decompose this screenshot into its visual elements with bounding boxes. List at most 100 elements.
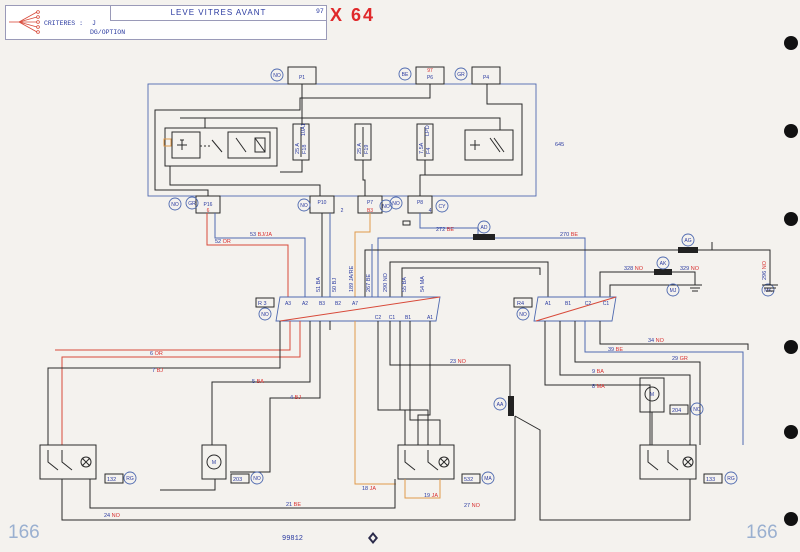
document-reference: 99812 xyxy=(282,535,304,543)
component-132-tag xyxy=(104,473,124,484)
connector-p4 xyxy=(471,66,501,85)
component-532-ref: 532 xyxy=(464,477,473,483)
wire-270-label: 270 BE xyxy=(560,232,578,238)
wire-39-label: 39 BE xyxy=(608,347,623,353)
fuse-f19-label: F19 xyxy=(364,145,370,154)
connector-r3-pin: C1 xyxy=(389,315,396,321)
criteres-label: CRITERES : xyxy=(44,20,84,27)
component-204-code: NO xyxy=(693,407,701,413)
connector-r3-pin: A7 xyxy=(352,301,358,307)
component-132-code: RG xyxy=(126,476,134,482)
switch-132-body xyxy=(39,444,97,480)
binder-hole xyxy=(784,124,798,138)
wire-52-label: 52 OR xyxy=(215,239,231,245)
connector-p7-label: P7 xyxy=(367,200,373,206)
connector-r3-pin: B3 xyxy=(319,301,325,307)
component-203-ref: 203 xyxy=(233,477,242,483)
fuse-f4-rating: 7,5A xyxy=(419,142,425,154)
riser-label: 51 BA xyxy=(316,277,322,292)
page-number-right: 166 xyxy=(746,522,778,543)
fuse-f4-extra: LPD xyxy=(425,125,431,136)
sheet-ref: 97 xyxy=(316,8,324,15)
fuse-f18-label: F18 xyxy=(302,145,308,154)
fuse-box-label: 645 xyxy=(555,142,564,148)
connector-r3-pin: A1 xyxy=(427,315,433,321)
relay-left-a xyxy=(171,131,201,159)
wire-272-label: 272 BE xyxy=(436,227,454,233)
wire-9-label: 9 BA xyxy=(592,369,604,375)
splice-ak-body xyxy=(654,269,672,275)
connector-r3-code: NO xyxy=(261,312,269,318)
riser-label: 54 MA xyxy=(420,276,426,292)
component-204-ref: 204 xyxy=(672,408,681,414)
fuse-f4-label: F4 xyxy=(426,148,432,154)
component-133-tag xyxy=(703,473,723,484)
connector-r3-pin: B2 xyxy=(335,301,341,307)
riser-label: 267 BE xyxy=(366,274,372,292)
switch-133-body xyxy=(639,444,697,480)
wire-27-label: 27 NO xyxy=(464,503,481,509)
connector-p6-code: BE xyxy=(402,72,409,78)
connector-p1-label: P1 xyxy=(299,75,305,81)
wire-6-label: 6 OR xyxy=(150,351,163,357)
connector-p10-pin: 2 xyxy=(341,208,344,214)
wire-18-label: 18 JA xyxy=(362,486,376,492)
p10-side-code: NO xyxy=(300,203,308,209)
switch-532-body xyxy=(397,444,455,480)
connector-r4-pin: C1 xyxy=(603,301,610,307)
splice-aa-code: AA xyxy=(497,402,504,408)
wire-328-label: 328 NO xyxy=(624,266,644,272)
ground-stub xyxy=(402,220,411,226)
page-title: LEVE VITRES AVANT xyxy=(110,5,327,21)
connector-r3-pin: C2 xyxy=(375,315,382,321)
criteres-value: J xyxy=(92,20,96,27)
page-number-left: 166 xyxy=(8,522,40,543)
relay-left-b xyxy=(227,131,271,159)
component-203-code: NO xyxy=(253,476,261,482)
splice-ag-code: AG xyxy=(684,238,691,244)
component-133-ref: 133 xyxy=(706,477,715,483)
connector-p10-label: P10 xyxy=(318,200,327,206)
connector-r3-label: R 3 xyxy=(258,301,267,307)
riser-label: 55 BA xyxy=(402,277,408,292)
connector-p16-label: P16 xyxy=(204,202,213,208)
wire-29-label: 29 GR xyxy=(672,356,688,362)
connector-p8-label: P8 xyxy=(417,200,423,206)
component-132-ref: 132 xyxy=(107,477,116,483)
binder-hole xyxy=(784,36,798,50)
splice-ag-body xyxy=(678,247,698,253)
connector-r4-pin: B1 xyxy=(565,301,571,307)
splice-mj-code: MJ xyxy=(670,288,677,294)
splice-ak-code: AK xyxy=(660,261,667,267)
diagram-code: X 64 xyxy=(330,5,376,25)
component-532-code: MA xyxy=(484,476,492,482)
splice-ad-code: AD xyxy=(481,225,488,231)
wire-21-label: 21 BE xyxy=(286,502,301,508)
p7-side-code: NO xyxy=(382,204,390,210)
riser-label: 50 BJ xyxy=(332,278,338,292)
connector-p6-sub: 97 xyxy=(427,68,433,74)
connector-r4-pin: A1 xyxy=(545,301,551,307)
riser-label: 290 NO xyxy=(383,272,389,292)
fuse-f18-extra: 10A1 xyxy=(301,123,307,136)
wire-296-label: 296 NO xyxy=(762,260,768,280)
component-204-tag xyxy=(669,404,689,415)
component-203-tag xyxy=(230,473,250,484)
motor-203-body xyxy=(201,444,227,480)
connector-p16-pin: 6 xyxy=(207,208,210,214)
fuse-f19-rating: 25 A xyxy=(357,143,363,154)
relay-block-left xyxy=(164,127,278,167)
connector-r4-label: R4 xyxy=(517,301,524,307)
wire-34-label: 34 NO xyxy=(648,338,665,344)
wire-8-label: 8 MA xyxy=(592,384,605,390)
connector-p7-pin: B3 xyxy=(367,208,373,214)
connector-r4-tag xyxy=(513,297,533,308)
binder-hole xyxy=(784,512,798,526)
component-532-tag xyxy=(461,473,481,484)
binder-hole xyxy=(784,425,798,439)
p8-side-code: NO xyxy=(392,201,400,207)
connector-r4-body xyxy=(533,296,617,322)
fuse-f18-body xyxy=(292,123,310,161)
